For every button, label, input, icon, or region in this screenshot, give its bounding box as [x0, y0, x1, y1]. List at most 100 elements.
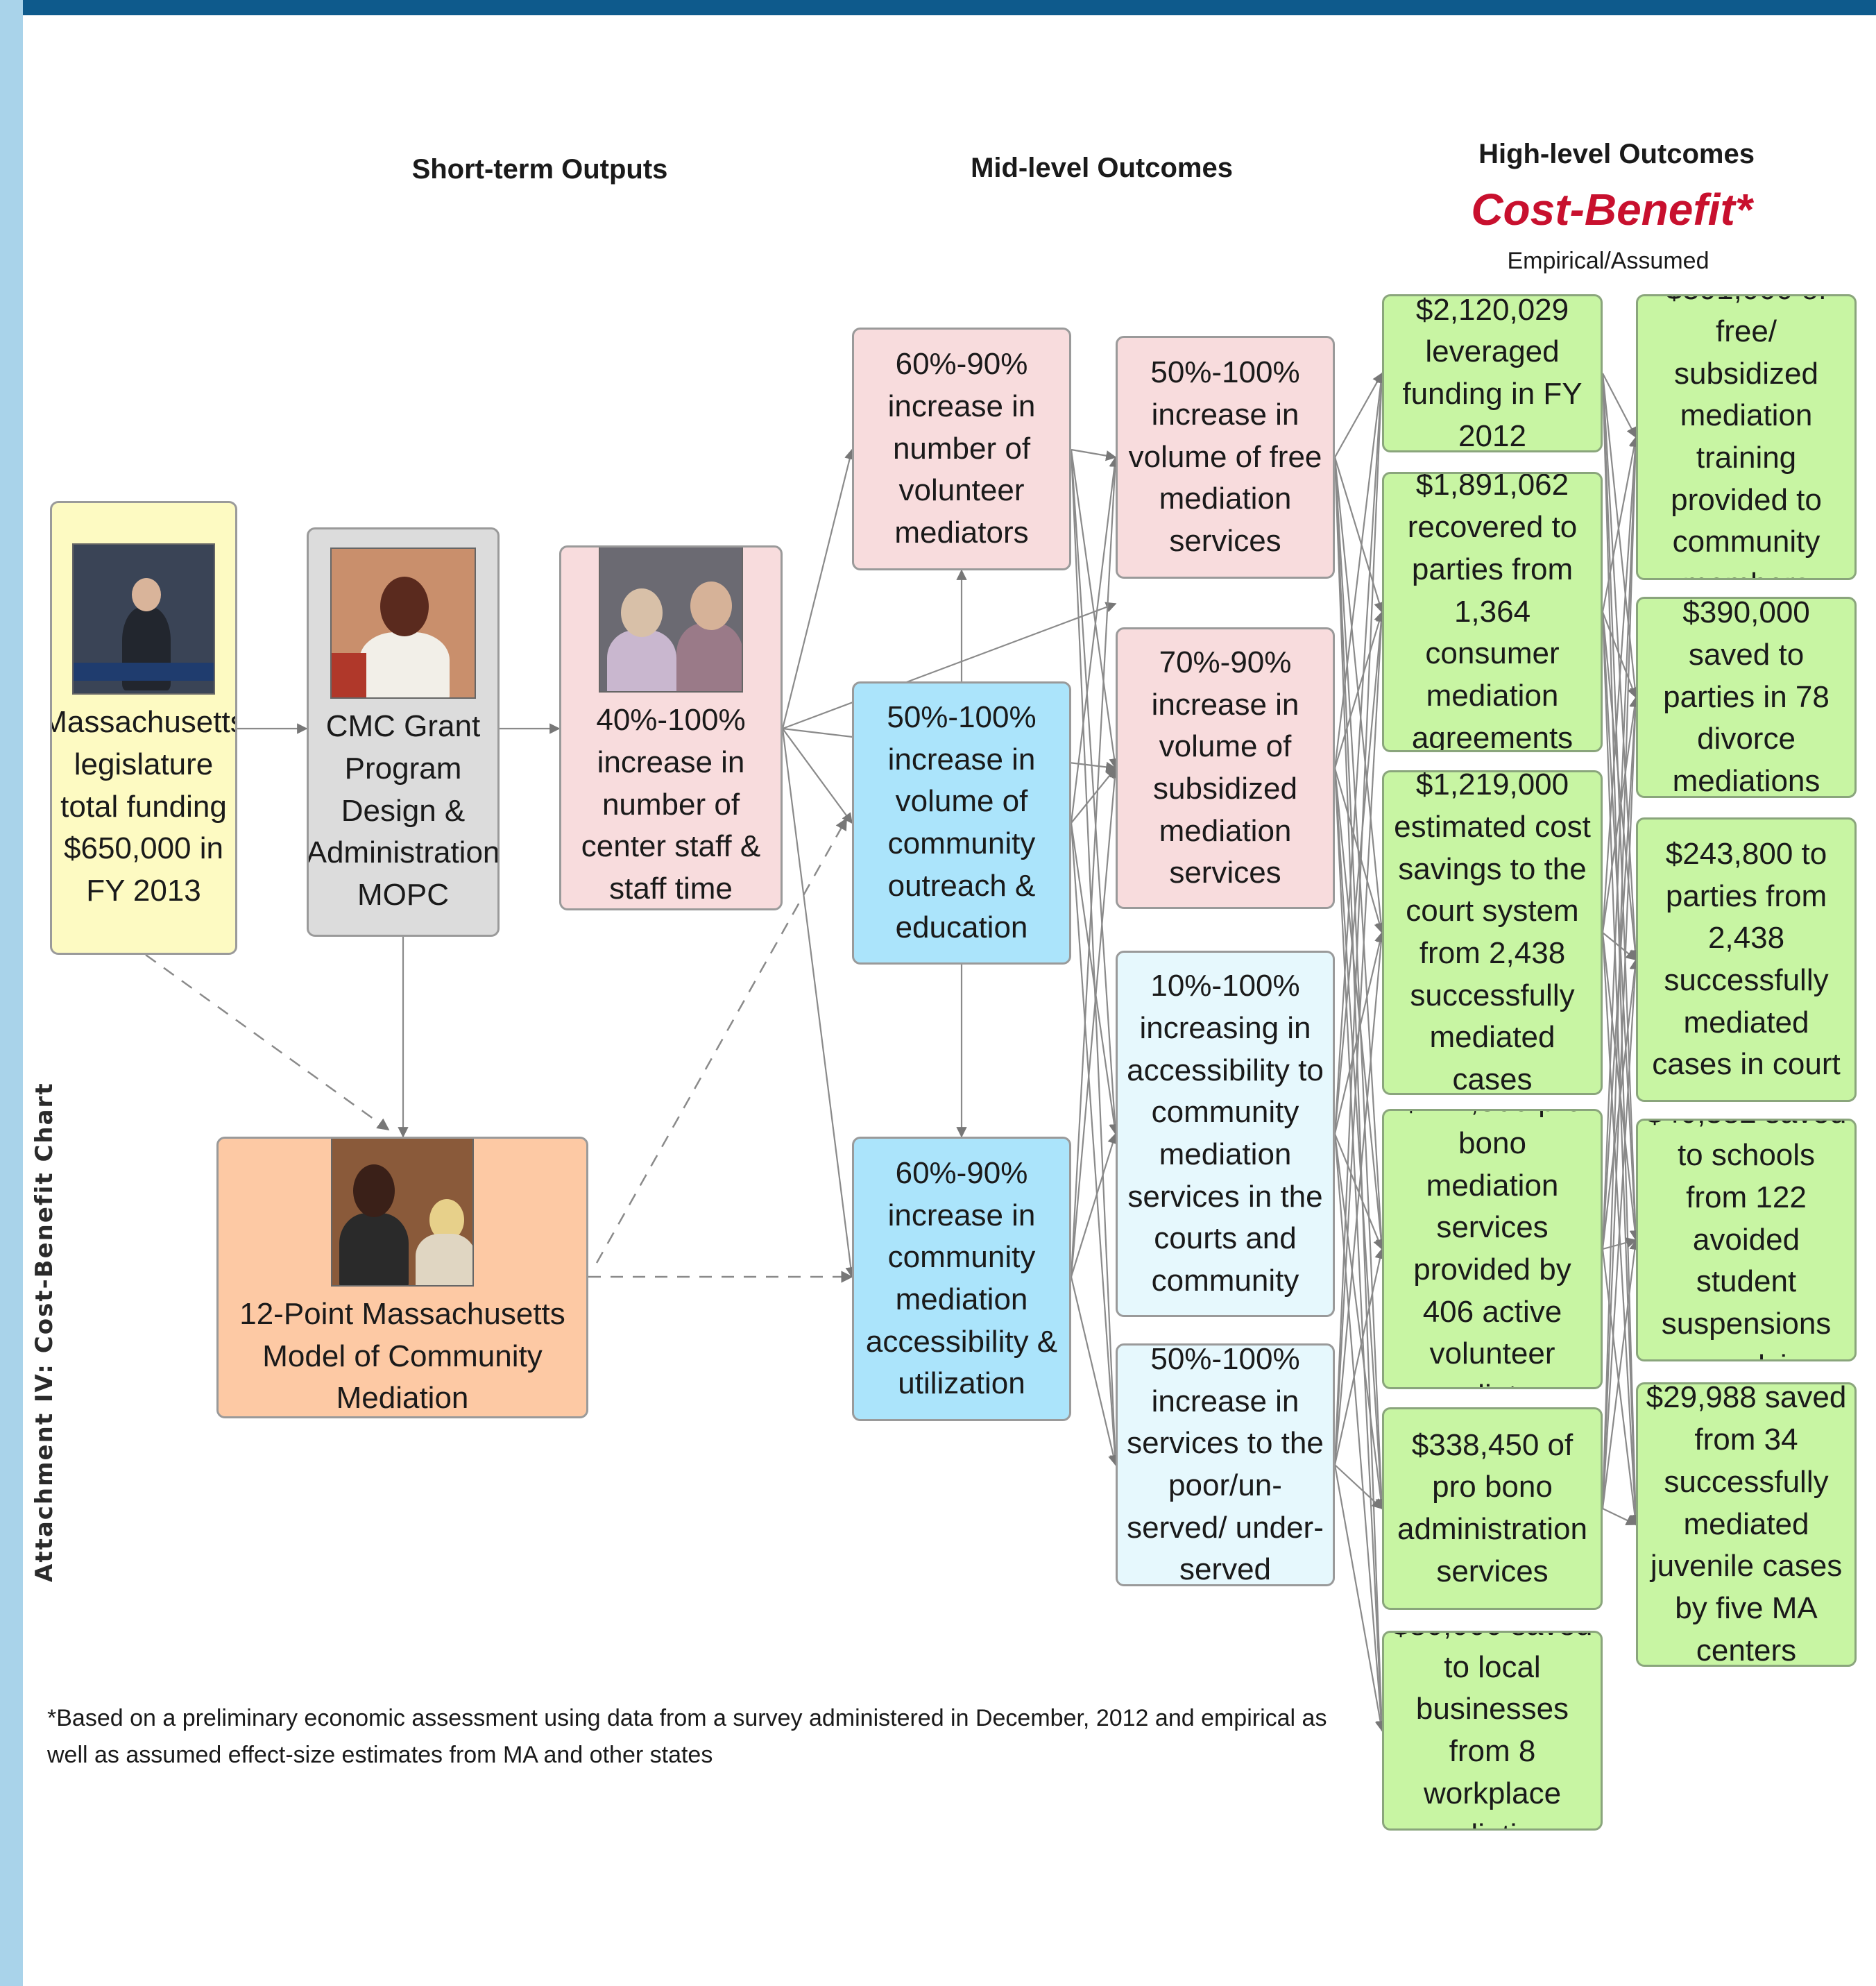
arrow-outcome-mesh-35	[1333, 1464, 1386, 1732]
local-businesses-box: $80,000 saved to local businesses from 8…	[1382, 1631, 1603, 1831]
arrow-outcome-mesh-25	[1333, 611, 1387, 1135]
court-savings-box: $1,219,000 estimated cost savings to the…	[1382, 770, 1603, 1095]
cmc-grant-text: CMC Grant Program Design & Administratio…	[307, 709, 500, 913]
arrow-benefit-mesh-60	[1602, 1508, 1637, 1525]
side-label: Attachment IV: Cost-Benefit Chart	[31, 1082, 58, 1582]
arrow-benefit-mesh-42	[1601, 611, 1638, 699]
juvenile-text: $29,988 saved from 34 successfully media…	[1646, 1382, 1847, 1667]
arrow-staff-to-free	[782, 602, 1117, 730]
arrow-outcome-mesh-16	[1333, 457, 1388, 1510]
arrow-benefit-mesh-44	[1601, 611, 1641, 1241]
divorce-box: $390,000 saved to parties in 78 divorce …	[1636, 597, 1857, 798]
arrow-benefit-mesh-51	[1601, 436, 1642, 1250]
legislature-session-photo	[72, 543, 215, 695]
arrow-outcome-mesh-30	[1333, 372, 1388, 1466]
arrow-mid-mesh-3	[1070, 449, 1121, 1466]
mediation-session-photo	[331, 1139, 474, 1287]
arrow-benefit-mesh-43	[1601, 611, 1641, 961]
high-level-outcomes-header: High-level Outcomes	[1478, 139, 1755, 169]
accessibility-courts-box: 10%-100% increasing in accessibility to …	[1116, 951, 1335, 1317]
center-staff-box: 40%-100% increase in number of center st…	[559, 545, 783, 910]
dashed-model-to-outreach	[595, 817, 848, 1264]
arrow-mid-mesh-7	[1070, 822, 1120, 1466]
arrow-mid-mesh-4	[1070, 456, 1120, 824]
arrow-mid-mesh-9	[1070, 767, 1120, 1278]
arrow-staff-to-outreach	[782, 728, 853, 824]
training-text: $591,000 of free/ subsidized mediation t…	[1666, 296, 1827, 578]
arrow-mid-mesh-6	[1070, 822, 1120, 1135]
arrow-outcome-mesh-31	[1333, 611, 1387, 1466]
arrow-mid-mesh-1	[1070, 449, 1120, 770]
woman-speaking-photo	[330, 548, 476, 699]
arrow-mid-mesh-2	[1070, 449, 1120, 1135]
divorce-text: $390,000 saved to parties in 78 divorce …	[1663, 597, 1830, 798]
arrow-mid-mesh-8	[1070, 456, 1120, 1278]
leveraged-funding-text: $2,120,029 leveraged funding in FY 2012	[1402, 294, 1583, 452]
arrow-outcome-mesh-19	[1333, 611, 1385, 769]
arrow-benefit-mesh-38	[1601, 373, 1641, 961]
footnote: *Based on a preliminary economic assessm…	[47, 1705, 1327, 1768]
arrow-outcome-mesh-24	[1333, 372, 1387, 1135]
arrow-outcome-mesh-32	[1333, 931, 1387, 1466]
arrow-benefit-mesh-58	[1601, 958, 1641, 1509]
accessibility-utilization-box: 60%-90% increase in community mediation …	[852, 1137, 1071, 1421]
subsidized-mediation-box: 70%-90% increase in volume of subsidized…	[1116, 627, 1335, 909]
short-term-outputs-header: Short-term Outputs	[411, 154, 668, 185]
community-mediation-model-box: 12-Point Massachusetts Model of Communit…	[216, 1137, 588, 1418]
arrow-benefit-mesh-47	[1601, 696, 1640, 933]
court-parties-box: $243,800 to parties from 2,438 successfu…	[1636, 817, 1857, 1102]
arrow-benefit-mesh-48	[1602, 932, 1637, 960]
accessibility-courts-text: 10%-100% increasing in accessibility to …	[1127, 969, 1324, 1298]
arrow-benefit-mesh-55	[1601, 1248, 1640, 1526]
arrow-benefit-mesh-37	[1601, 373, 1641, 699]
arrow-outcome-mesh-18	[1333, 372, 1387, 769]
legislature-funding-box: Massachusetts legislature total funding …	[50, 501, 237, 955]
volunteer-mediators-box: 60%-90% increase in number of volunteer …	[852, 328, 1071, 570]
schools-box: $40,382 saved to schools from 122 avoide…	[1636, 1119, 1857, 1361]
recovered-parties-text: $1,891,062 recovered to parties from 1,3…	[1407, 472, 1578, 752]
arrow-benefit-mesh-45	[1601, 611, 1642, 1526]
training-box: $591,000 of free/ subsidized mediation t…	[1636, 294, 1857, 580]
top-bar	[0, 0, 1876, 15]
cmc-grant-box: CMC Grant Program Design & Administratio…	[307, 527, 500, 937]
arrow-benefit-mesh-36	[1602, 373, 1637, 439]
dashed-legislature-to-model	[145, 953, 390, 1131]
local-businesses-text: $80,000 saved to local businesses from 8…	[1392, 1633, 1593, 1828]
community-outreach-box: 50%-100% increase in volume of community…	[852, 681, 1071, 965]
arrow-outcome-mesh-33	[1333, 1248, 1385, 1466]
legislature-funding-text: Massachusetts legislature total funding …	[50, 705, 237, 908]
arrow-benefit-mesh-57	[1601, 696, 1642, 1509]
arrow-staff-to-volunteers	[781, 448, 855, 729]
cost-benefit-title: Cost-Benefit*	[1471, 185, 1753, 235]
pro-bono-mediation-box: $772,300 pro bono mediation services pro…	[1382, 1109, 1603, 1389]
free-mediation-text: 50%-100% increase in volume of free medi…	[1128, 355, 1322, 559]
arrow-mid-mesh-10	[1070, 1132, 1118, 1278]
poor-underserved-box: 50%-100% increase in services to the poo…	[1116, 1343, 1335, 1586]
arrow-mid-mesh-11	[1070, 1276, 1119, 1466]
arrow-outcome-mesh-12	[1334, 372, 1383, 458]
arrow-outcome-mesh-34	[1334, 1464, 1383, 1510]
arrow-benefit-mesh-46	[1601, 436, 1641, 933]
arrow-benefit-mesh-59	[1601, 1239, 1640, 1509]
arrow-outcome-mesh-14	[1333, 457, 1387, 934]
arrow-outcome-mesh-21	[1333, 767, 1387, 1250]
staff-meeting-photo	[599, 548, 743, 693]
community-outreach-text: 50%-100% increase in volume of community…	[887, 699, 1037, 945]
poor-underserved-text: 50%-100% increase in services to the poo…	[1127, 1343, 1324, 1586]
leveraged-funding-box: $2,120,029 leveraged funding in FY 2012	[1382, 294, 1603, 452]
arrow-benefit-mesh-41	[1601, 436, 1639, 613]
arrow-outcome-mesh-23	[1333, 767, 1388, 1732]
arrow-mid-mesh-0	[1071, 448, 1117, 461]
accessibility-utilization-text: 60%-90% increase in community mediation …	[865, 1155, 1058, 1401]
pro-bono-mediation-text: $772,300 pro bono mediation services pro…	[1402, 1111, 1582, 1387]
free-mediation-box: 50%-100% increase in volume of free medi…	[1116, 336, 1335, 579]
arrow-benefit-mesh-39	[1601, 373, 1642, 1241]
arrow-outcome-mesh-28	[1333, 1133, 1386, 1510]
schools-text: $40,382 saved to schools from 122 avoide…	[1646, 1121, 1847, 1359]
pro-bono-admin-box: $338,450 of pro bono administration serv…	[1382, 1407, 1603, 1610]
arrow-mid-mesh-5	[1071, 767, 1116, 824]
arrow-outcome-mesh-29	[1333, 1133, 1387, 1732]
arrow-staff-to-accessibility	[781, 728, 856, 1278]
volunteer-mediators-text: 60%-90% increase in number of volunteer …	[887, 347, 1036, 550]
